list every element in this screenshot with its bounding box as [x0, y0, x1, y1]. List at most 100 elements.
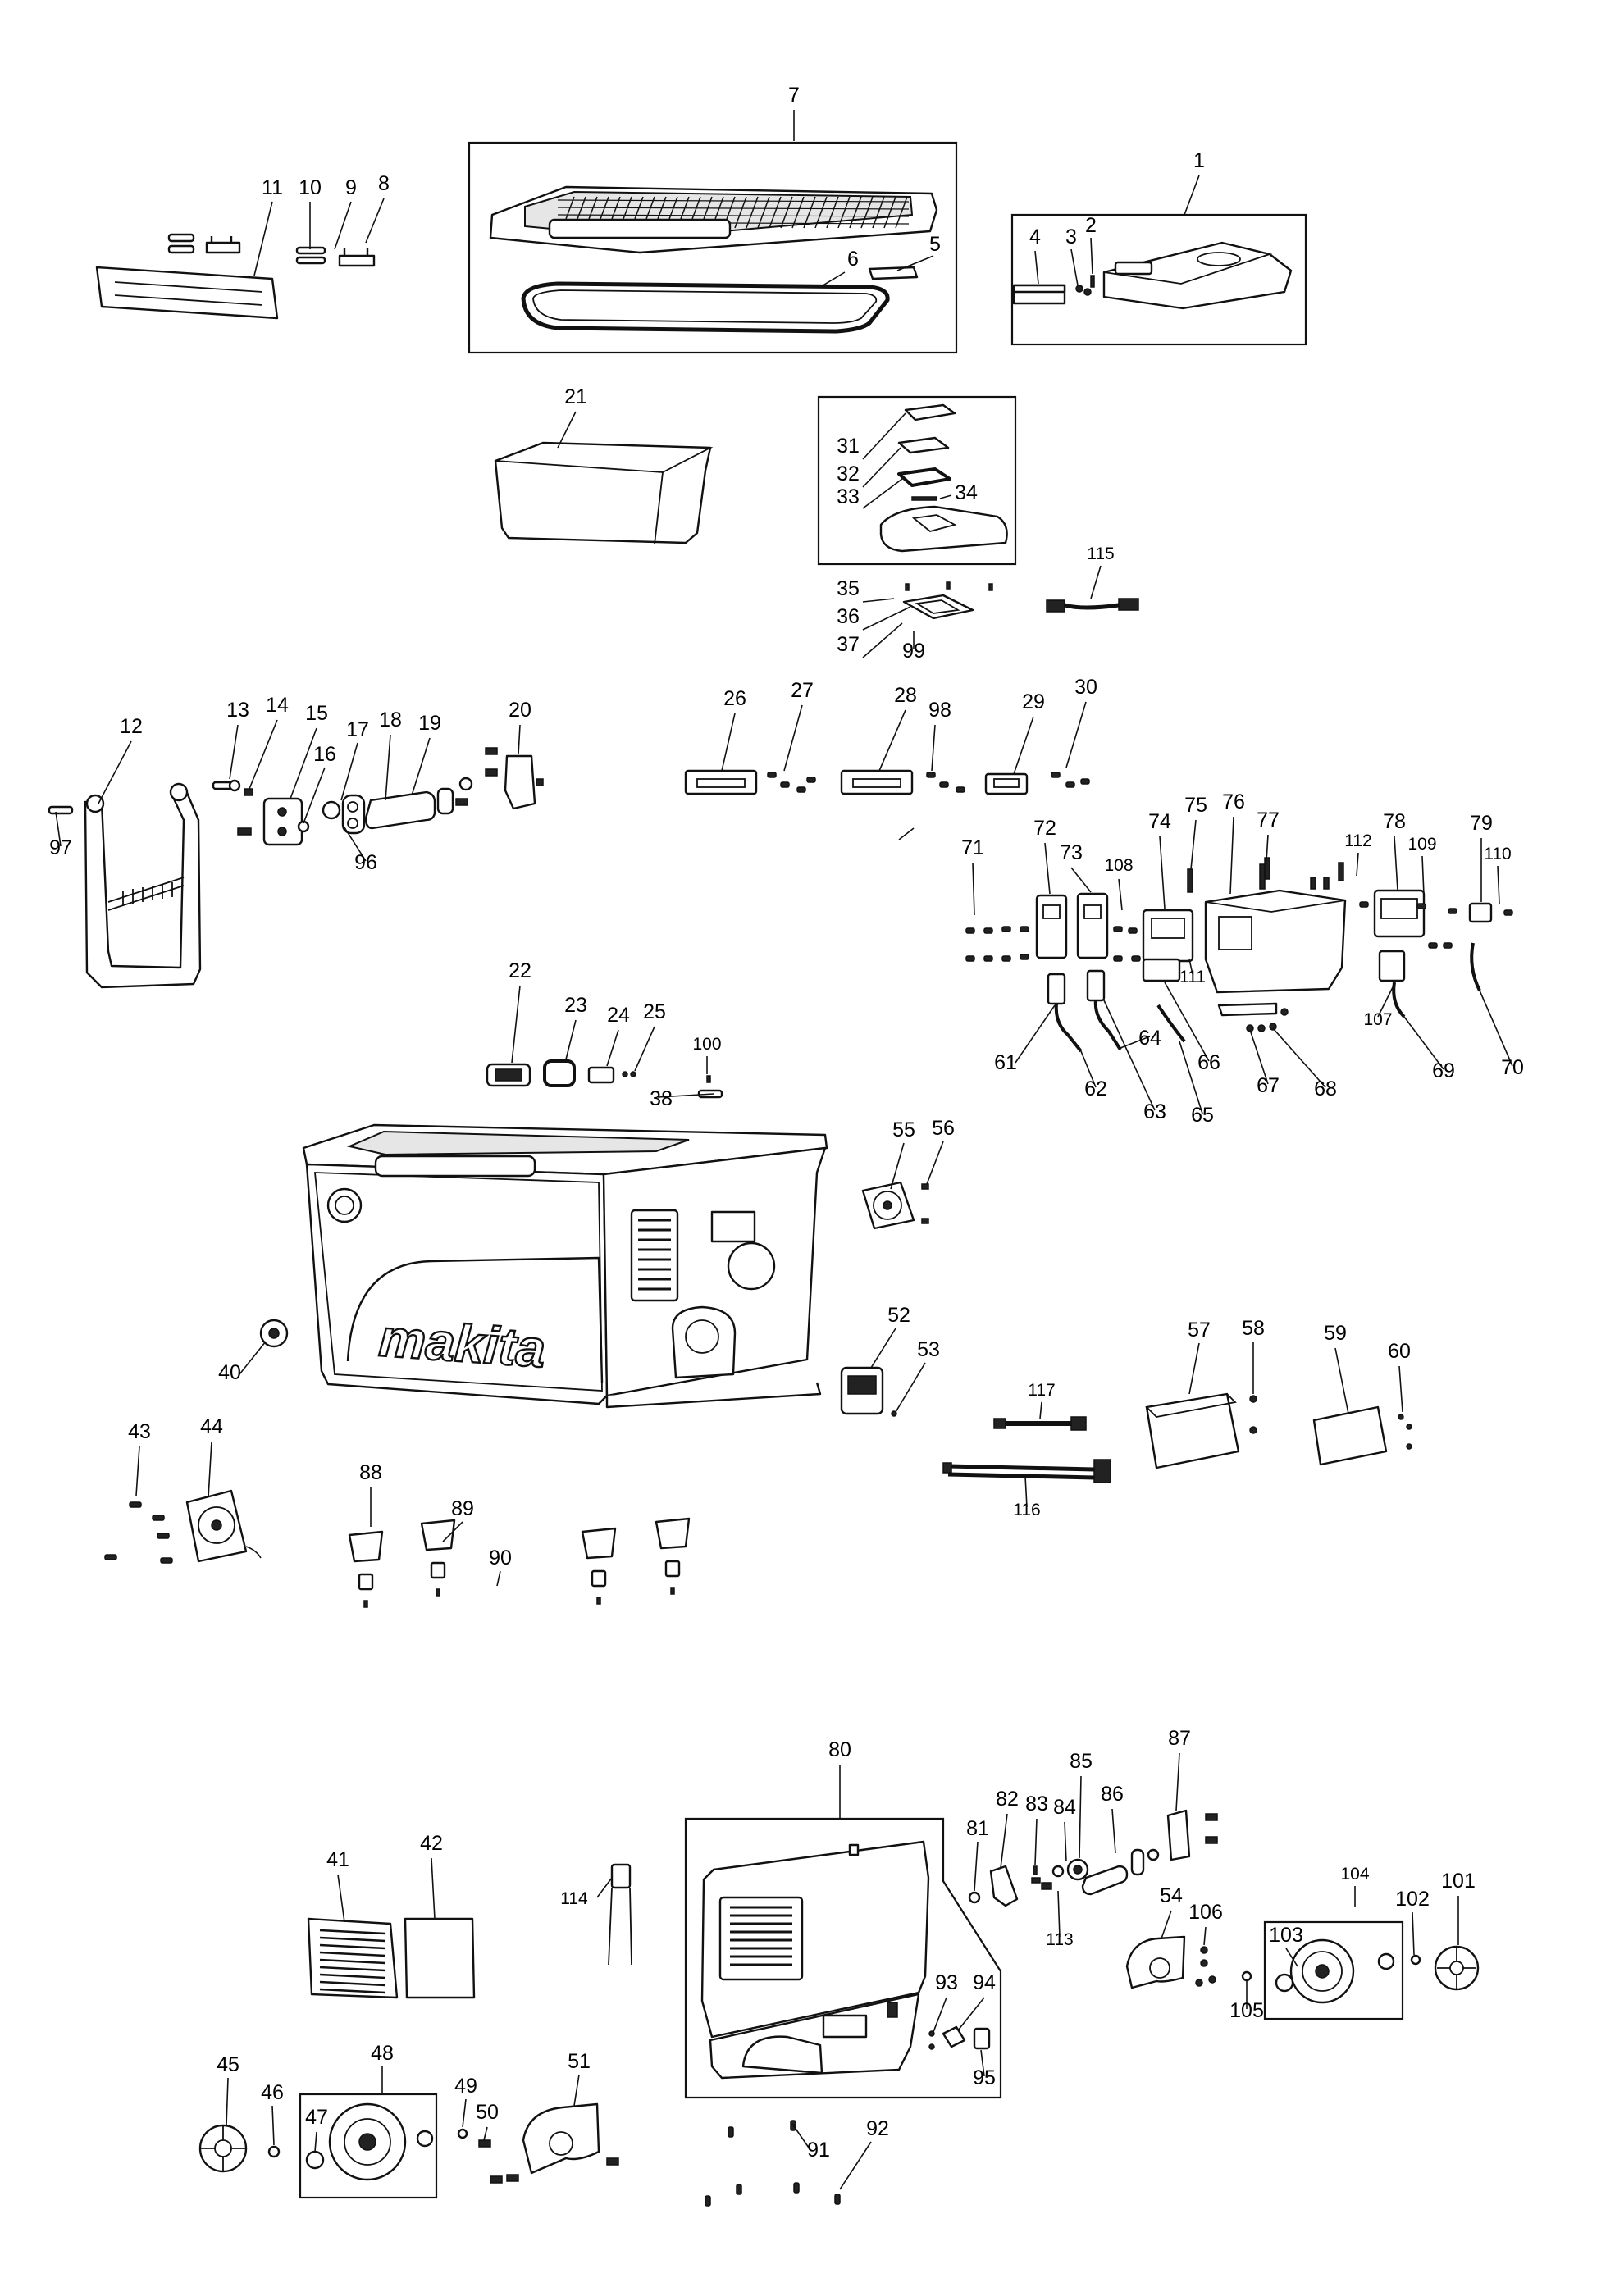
callout-73: 73: [1060, 841, 1083, 864]
screw: [363, 1600, 368, 1608]
control-panel-group-frame: [817, 395, 1017, 566]
foot-pad: [664, 1560, 681, 1578]
leader-line: [1070, 248, 1079, 286]
callout-94: 94: [973, 1971, 996, 1994]
fan-44-screws: [104, 1501, 173, 1564]
leader-line: [898, 827, 915, 840]
screw: [939, 781, 949, 788]
lid-grid-line: [837, 196, 851, 229]
leader-line: [895, 1362, 926, 1413]
leader-line: [634, 1026, 655, 1072]
leader-line: [862, 622, 903, 658]
callout-113: 113: [1046, 1930, 1073, 1949]
leader-line: [596, 1877, 613, 1898]
callout-79: 79: [1470, 812, 1493, 835]
screw: [152, 1515, 165, 1521]
callout-57: 57: [1188, 1319, 1211, 1342]
part-21-basket: [494, 441, 714, 545]
callout-20: 20: [509, 699, 531, 722]
leader-line: [939, 494, 952, 499]
screw: [104, 1554, 117, 1560]
callout-98: 98: [928, 699, 951, 722]
foot: [655, 1517, 691, 1550]
leader-line: [511, 985, 521, 1064]
screw: [129, 1501, 142, 1508]
leader-line: [1057, 1890, 1061, 1938]
callout-10: 10: [299, 176, 322, 199]
leader-line: [229, 724, 239, 780]
leader-line: [1190, 819, 1197, 870]
callout-15: 15: [305, 702, 328, 725]
callout-117: 117: [1028, 1381, 1055, 1400]
grille-slat: [319, 1958, 386, 1965]
callout-1: 1: [1193, 149, 1205, 172]
callout-58: 58: [1242, 1317, 1265, 1340]
leader-line: [1184, 175, 1200, 216]
callout-4: 4: [1029, 226, 1041, 248]
part-46-nut: [267, 2145, 281, 2158]
screw: [1051, 772, 1061, 778]
leader-line: [1024, 1475, 1028, 1508]
leader-line: [442, 1521, 463, 1542]
screw: [1020, 954, 1029, 960]
leader-line: [1175, 1752, 1180, 1811]
part-12-handle: [84, 782, 202, 989]
callout-19: 19: [418, 712, 441, 735]
leader-line: [862, 606, 911, 631]
leader-line: [1164, 982, 1210, 1062]
part-6-seal: [521, 281, 890, 334]
leader-line: [1179, 1041, 1203, 1114]
leader-line: [606, 1029, 619, 1067]
callout-30: 30: [1074, 676, 1097, 699]
part-42-filter: [404, 1917, 476, 1999]
part-55-fan-small: [861, 1181, 929, 1230]
callout-95: 95: [973, 2066, 996, 2089]
leader-line: [1034, 250, 1039, 285]
leader-line: [783, 704, 803, 772]
callout-11: 11: [262, 176, 283, 199]
parts-71-79-electronics: [1035, 857, 1493, 994]
callout-33: 33: [837, 485, 860, 508]
leader-line: [1203, 1926, 1207, 1946]
leader-line: [1272, 1027, 1326, 1088]
callout-29: 29: [1022, 690, 1045, 713]
callout-36: 36: [837, 605, 860, 628]
screw: [1503, 909, 1513, 916]
part-41-grille: [307, 1917, 399, 1999]
part-49-washer: [457, 2128, 468, 2139]
leader-line: [862, 412, 906, 460]
screw: [1113, 955, 1123, 962]
callout-92: 92: [866, 2117, 889, 2140]
callout-21: 21: [564, 385, 587, 408]
callout-46: 46: [261, 2081, 284, 2104]
leader-line: [1111, 1808, 1116, 1854]
leader-line: [518, 724, 521, 755]
leader-line: [1090, 565, 1102, 599]
part-101-fan-blade: [1434, 1945, 1480, 1991]
foot-pad: [358, 1573, 374, 1591]
screw: [1131, 955, 1141, 962]
callout-42: 42: [420, 1832, 443, 1855]
part-11-handle-cover: [95, 233, 279, 320]
part-8-9-10-clips: [295, 246, 376, 267]
callout-38: 38: [650, 1087, 673, 1110]
leader-line: [862, 598, 895, 603]
callout-93: 93: [935, 1971, 958, 1994]
callout-48: 48: [371, 2042, 394, 2065]
callout-55: 55: [892, 1118, 915, 1141]
lid-grid-line: [557, 214, 910, 217]
leader-line: [1394, 836, 1398, 891]
cooler-main-body: makita: [302, 1123, 828, 1409]
screw: [1416, 903, 1426, 909]
screw: [1001, 926, 1011, 932]
callout-86: 86: [1101, 1783, 1124, 1806]
grille-slat: [319, 1966, 386, 1972]
screw: [965, 955, 975, 962]
part-31-34-panel-stack: [879, 403, 1008, 553]
leader-line: [340, 742, 358, 801]
leader-line: [1249, 1029, 1269, 1085]
parts-81-87-pivot: [968, 1809, 1218, 1907]
callout-40: 40: [218, 1361, 241, 1384]
leader-line: [135, 1446, 140, 1496]
